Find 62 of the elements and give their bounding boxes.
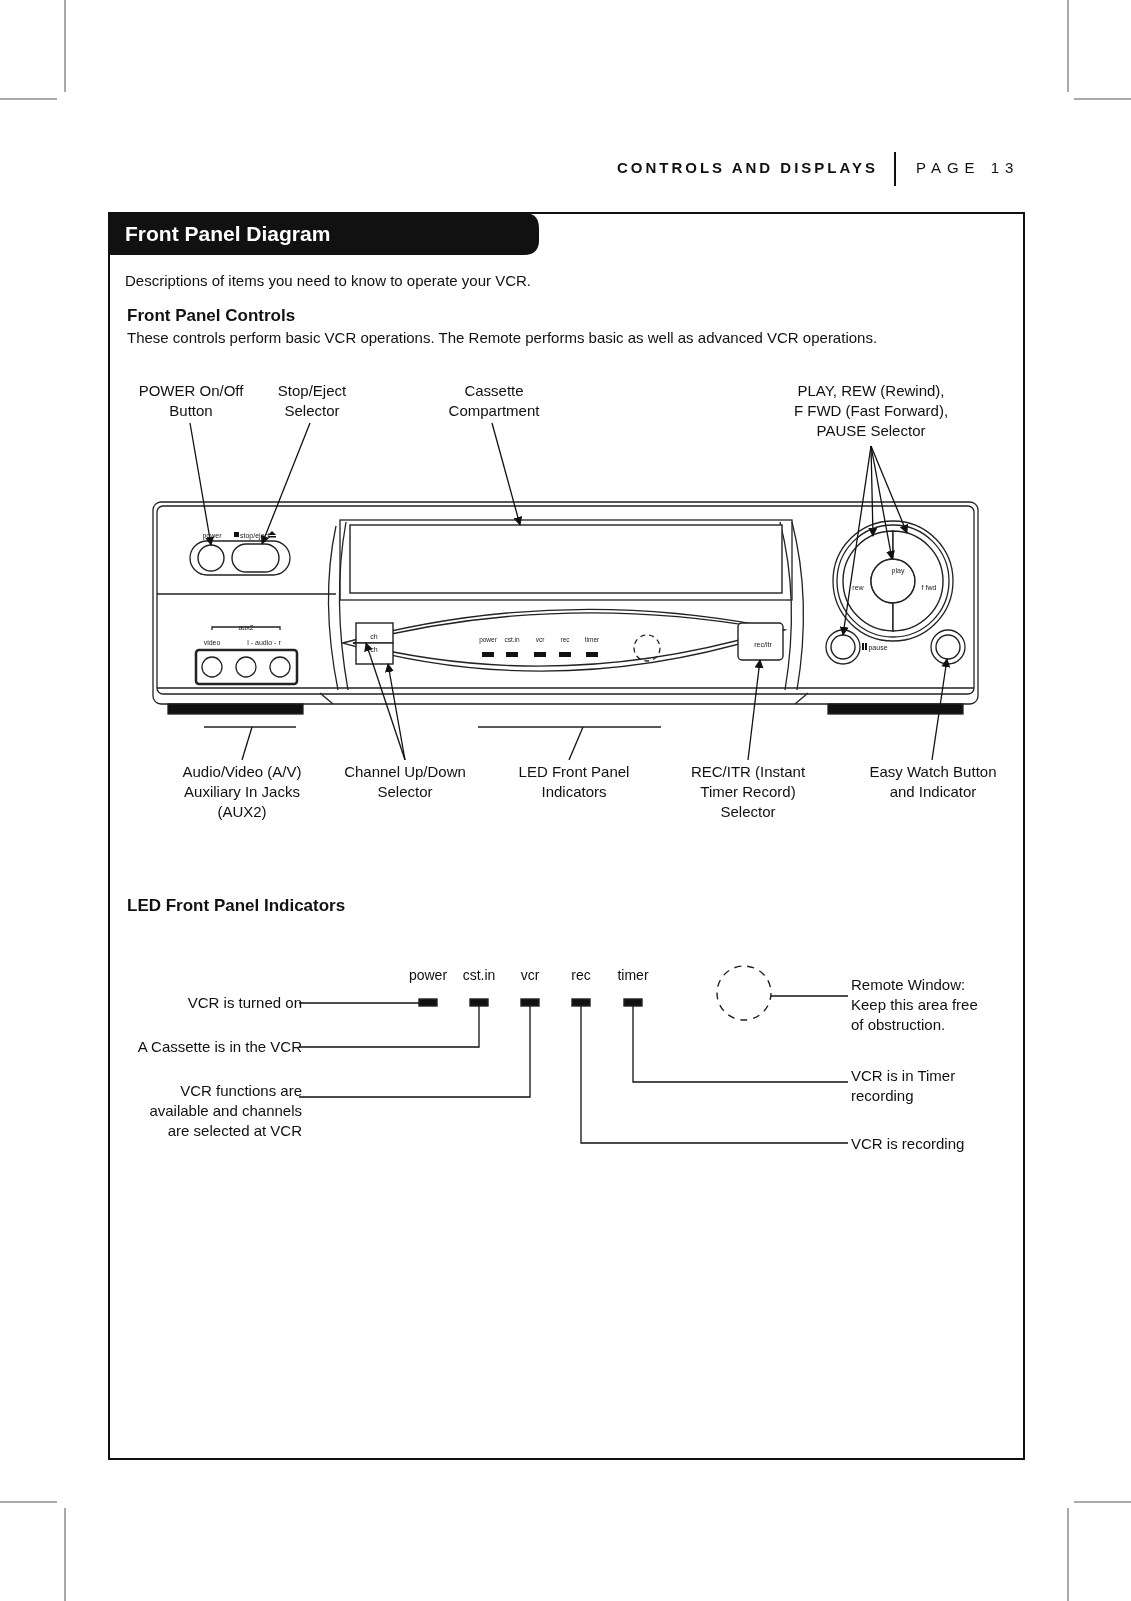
leader-line	[241, 726, 253, 761]
easy-watch-button	[935, 634, 961, 660]
cassette-door	[349, 524, 783, 594]
led-label: vcr	[519, 966, 541, 985]
channel-up-button	[355, 622, 394, 644]
leader-line	[931, 658, 951, 761]
leader-line	[870, 445, 909, 534]
bracket-line	[203, 726, 297, 728]
leader-line	[632, 1005, 849, 1083]
leader-line	[260, 422, 311, 545]
leader-line	[298, 1005, 480, 1048]
description-text: Descriptions of items you need to know to operate your VCR.	[125, 271, 533, 291]
callout-label: VCR is turned on	[102, 993, 302, 1013]
leader-line	[385, 663, 406, 761]
stop-eject-button	[231, 543, 280, 573]
callout-label: Stop/Eject Selector	[257, 381, 367, 421]
record-button	[737, 622, 784, 661]
callout-label: LED Front Panel Indicators	[509, 762, 639, 802]
leader-line	[580, 1005, 849, 1144]
led-indicator	[418, 998, 438, 1007]
led-label: timer	[616, 966, 650, 985]
subheading: Front Panel Controls	[127, 306, 297, 326]
callout-label: Remote Window: Keep this area free of obstruction.	[851, 975, 986, 1035]
pause-button	[830, 634, 856, 660]
leader-line	[491, 422, 523, 526]
bracket-line	[477, 726, 662, 728]
callout-label: VCR is in Timer recording	[851, 1066, 971, 1106]
callout-label: Cassette Compartment	[429, 381, 559, 421]
leader-line	[747, 659, 764, 761]
callout-label: Audio/Video (A/V) Auxiliary In Jacks (AUX2)	[167, 762, 317, 822]
callout-label: PLAY, REW (Rewind), F FWD (Fast Forward), PAUSE Selector	[791, 381, 951, 441]
led-label: power	[407, 966, 449, 985]
leader-line	[568, 726, 584, 761]
callout-label: A Cassette is in the VCR	[82, 1037, 302, 1057]
header-text: CONTROLS AND DISPLAYS	[615, 158, 878, 178]
led-indicator	[571, 998, 591, 1007]
channel-down-button	[355, 642, 394, 665]
remote-window	[716, 965, 772, 1021]
power-button	[197, 544, 225, 572]
leader-line	[839, 445, 872, 636]
description-text: These controls perform basic VCR operations. The Remote performs basic as well as advanced VCR operations.	[127, 328, 879, 348]
leader-line	[770, 995, 849, 997]
subheading: LED Front Panel Indicators	[127, 896, 347, 916]
led-label: cst.in	[461, 966, 497, 985]
section-title: Front Panel Diagram	[125, 221, 331, 247]
fast-forward-button	[892, 530, 944, 632]
led-indicator	[469, 998, 489, 1007]
callout-label: Easy Watch Button and Indicator	[858, 762, 1008, 802]
leader-line	[189, 422, 215, 546]
led-indicator	[623, 998, 643, 1007]
callout-label: Channel Up/Down Selector	[335, 762, 475, 802]
play-button	[870, 558, 916, 604]
callout-label: REC/ITR (Instant Timer Record) Selector	[683, 762, 813, 822]
callout-label: VCR is recording	[851, 1134, 1001, 1154]
leader-line	[298, 1005, 531, 1098]
callout-label: VCR functions are available and channels are selected at VCR	[137, 1081, 302, 1141]
rewind-button	[842, 530, 894, 632]
led-label: rec	[570, 966, 592, 985]
page-number: PAGE 13	[916, 158, 1021, 178]
leader-line	[364, 642, 406, 761]
callout-label: POWER On/Off Button	[131, 381, 251, 421]
led-indicator	[520, 998, 540, 1007]
